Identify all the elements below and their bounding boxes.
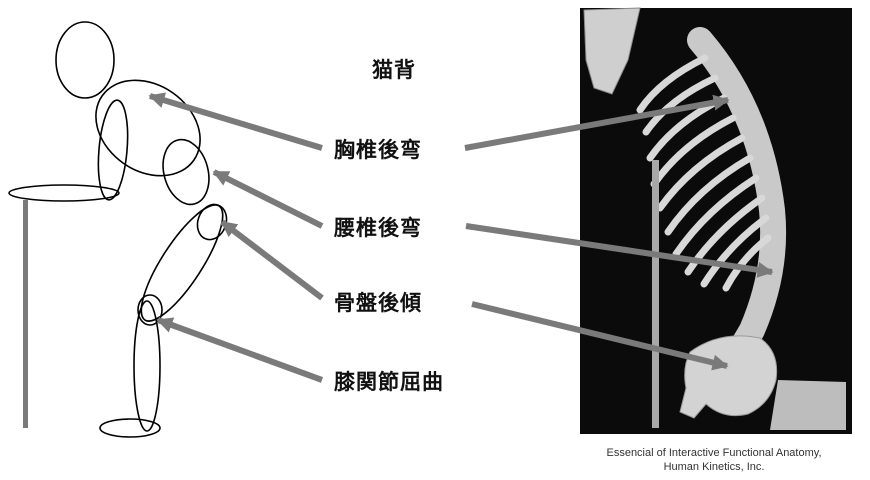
arrow-lumbar-left (214, 172, 322, 226)
figure-upper-arm (95, 99, 132, 201)
arrow-pelvis-left (222, 222, 322, 298)
arrow-knee-left (158, 320, 322, 380)
label-knee: 膝関節屈曲 (334, 366, 444, 396)
label-lumbar: 腰椎後弯 (334, 212, 422, 242)
figure-head (56, 22, 114, 98)
photo-arm-bone (652, 160, 659, 428)
skeleton-photo (580, 8, 852, 434)
credit-line-1: Essencial of Interactive Functional Anat… (560, 446, 868, 460)
stick-figure (56, 22, 236, 437)
stool-leg (23, 200, 28, 428)
figure-hip (156, 134, 216, 209)
photo-sacrum (770, 380, 846, 430)
image-credit: Essencial of Interactive Functional Anat… (560, 446, 868, 474)
figure-thigh (128, 195, 236, 331)
label-thoracic: 胸椎後弯 (334, 134, 422, 164)
credit-line-2: Human Kinetics, Inc. (560, 460, 868, 474)
label-pelvis: 骨盤後傾 (334, 287, 422, 317)
diagram-title: 猫背 (372, 54, 416, 84)
